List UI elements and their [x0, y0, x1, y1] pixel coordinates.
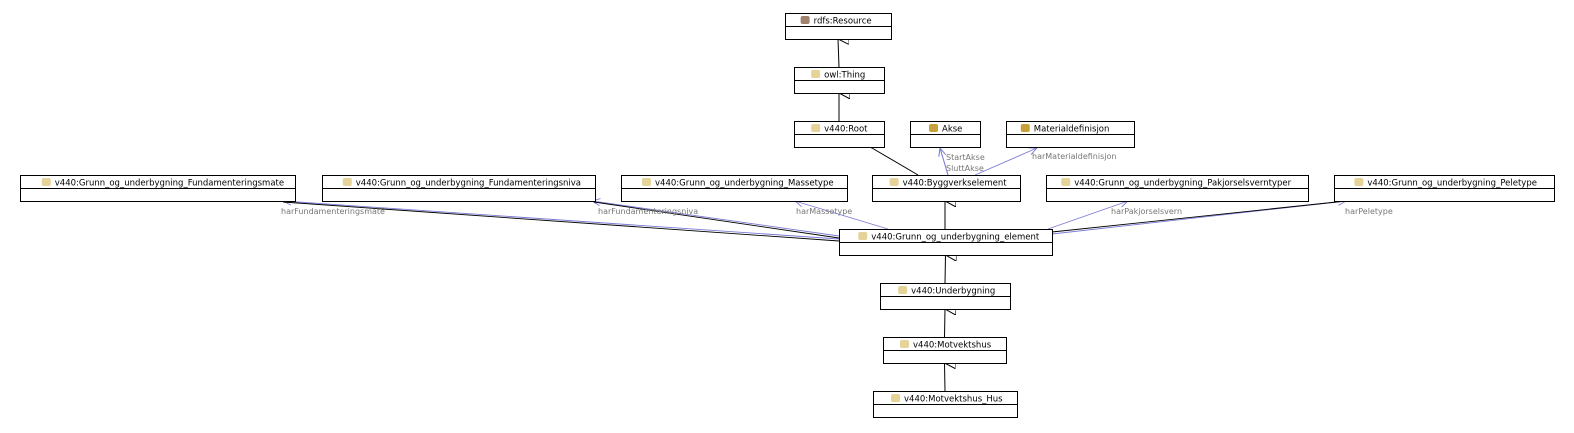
edge-label-SluttAkse: SluttAkse [946, 164, 984, 173]
class-icon [891, 394, 900, 402]
property-edge-harMaterialdefinisjon [974, 148, 1037, 176]
class-icon [898, 286, 908, 294]
class-icon [41, 178, 51, 186]
class-icon [1354, 178, 1364, 186]
edge-label-harMassetype: harMassetype [796, 207, 852, 216]
class-box-massetype[interactable]: v440:Grunn_og_underbygning_Massetype [621, 175, 848, 202]
class-box-materialdefinisjon[interactable]: Materialdefinisjon [1006, 121, 1135, 148]
class-icon [811, 124, 821, 132]
class-box-title: v440:Grunn_og_underbygning_Peletype [1367, 179, 1537, 189]
class-box-title: v440:Byggverkselement [903, 179, 1008, 189]
class-box-title: rdfs:Resource [814, 17, 872, 27]
property-edge-harFundamenteringsmate [283, 201, 840, 240]
inheritance-edge-motvektshus_hus-to-motvektshus [945, 363, 946, 392]
class-box-title: v440:Underbygning [911, 287, 995, 297]
property-edge-SluttAkse [940, 148, 949, 176]
defined-class-icon [1020, 124, 1030, 132]
class-box-motvektshus[interactable]: v440:Motvektshus [883, 337, 1007, 364]
class-box-resource[interactable]: rdfs:Resource [785, 13, 892, 40]
defined-class-icon [929, 124, 938, 132]
class-box-akse[interactable]: Akse [910, 121, 981, 148]
property-edge-harMassetype [795, 201, 889, 230]
class-icon [889, 178, 899, 186]
class-icon [811, 70, 821, 78]
inheritance-edge-motvektshus-to-underbygning [945, 309, 946, 338]
class-box-title: v440:Grunn_og_underbygning_element [871, 233, 1040, 243]
edge-label-harPakjorselsvern: harPakjorselsvern [1111, 207, 1182, 216]
class-box-fundamenteringsmate[interactable]: v440:Grunn_og_underbygning_Fundamenterin… [20, 175, 296, 202]
resource-icon [800, 16, 810, 24]
connector-line [593, 201, 840, 239]
class-box-title: owl:Thing [824, 71, 865, 81]
class-box-title: v440:Motvektshus_Hus [904, 395, 1003, 405]
edge-label-harMaterialdefinisjon: harMaterialdefinisjon [1032, 152, 1116, 161]
class-icon [900, 340, 909, 348]
class-icon [342, 178, 352, 186]
class-box-peletype[interactable]: v440:Grunn_og_underbygning_Peletype [1334, 175, 1555, 202]
inheritance-edge-underbygning-to-element [945, 255, 946, 284]
class-box-underbygning[interactable]: v440:Underbygning [880, 283, 1011, 310]
class-box-pakjorselsverntyper[interactable]: v440:Grunn_og_underbygning_Pakjorselsver… [1046, 175, 1309, 202]
class-box-motvektshus_hus[interactable]: v440:Motvektshus_Hus [873, 391, 1018, 418]
property-edge-harFundamenteringsniva [592, 201, 840, 237]
class-box-thing[interactable]: owl:Thing [794, 67, 885, 94]
class-box-title: v440:Grunn_og_underbygning_Fundamenterin… [55, 179, 284, 189]
nodes-layer: rdfs:Resource owl:Thing v440:Root Akse Mater… [20, 13, 1555, 418]
class-box-root[interactable]: v440:Root [794, 121, 885, 148]
inheritance-edge-thing-to-resource [838, 39, 839, 68]
class-box-element[interactable]: v440:Grunn_og_underbygning_element [839, 229, 1053, 256]
class-box-fundamenteringsniva[interactable]: v440:Grunn_og_underbygning_Fundamenterin… [322, 175, 596, 202]
edge-label-harPeletype: harPeletype [1345, 207, 1393, 216]
edge-label-StartAkse: StartAkse [946, 153, 985, 162]
class-box-byggverkselement[interactable]: v440:Byggverkselement [872, 175, 1021, 202]
class-box-title: v440:Grunn_og_underbygning_Fundamenterin… [356, 179, 581, 189]
class-icon [1061, 178, 1071, 186]
class-icon [642, 178, 651, 186]
edge-label-harFundamenteringsniva: harFundamenteringsniva [598, 207, 698, 216]
inheritance-edge-byggverkselement-to-root [872, 148, 919, 176]
property-edge-harPakjorselsvern [1047, 201, 1128, 230]
class-box-title: Materialdefinisjon [1034, 125, 1110, 135]
class-icon [858, 232, 868, 240]
class-box-title: v440:Motvektshus [913, 341, 992, 351]
class-box-title: v440:Grunn_og_underbygning_Pakjorselsver… [1074, 179, 1291, 189]
class-box-title: v440:Grunn_og_underbygning_Massetype [655, 179, 834, 189]
class-box-title: v440:Root [824, 125, 868, 135]
edge-label-harFundamenteringsmate: harFundamenteringsmate [281, 207, 385, 216]
connector-line [1051, 200, 1347, 233]
connector-line [282, 201, 840, 242]
class-box-title: Akse [942, 125, 962, 135]
